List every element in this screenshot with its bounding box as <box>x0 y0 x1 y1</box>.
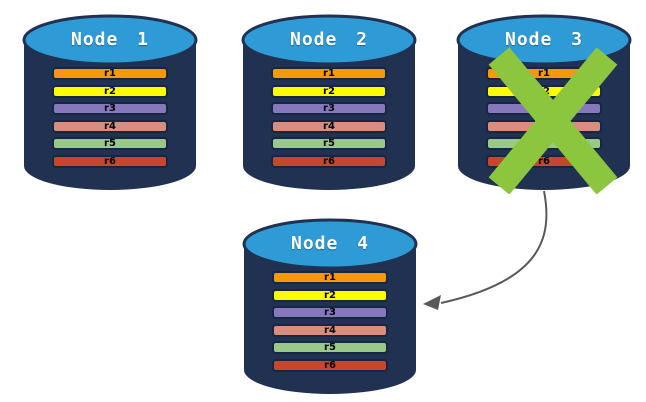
node-title: Node 1 <box>70 29 150 50</box>
replica-bar-r3: r3 <box>271 102 387 115</box>
cylinder-lid <box>242 218 418 270</box>
node-1: Node 1 r1 r2 r3 r4 r5 r6 <box>21 8 199 194</box>
node-3: Node 3 r1 r2 r3 r4 r5 r6 <box>455 8 633 194</box>
cylinder-lid <box>456 14 632 66</box>
failure-x-icon <box>488 47 618 194</box>
replica-bar-r1: r1 <box>272 271 388 284</box>
replica-bar-r6: r6 <box>52 155 168 168</box>
replica-bar-r1: r1 <box>52 67 168 80</box>
cylinder-lid <box>22 14 198 66</box>
replica-bar-r5: r5 <box>271 137 387 150</box>
replica-bar-r3: r3 <box>272 306 388 319</box>
replica-bar-r1: r1 <box>271 67 387 80</box>
replica-bar-r2: r2 <box>271 85 387 98</box>
arrowhead-icon <box>423 295 441 310</box>
node-4: Node 4 r1 r2 r3 r4 r5 r6 <box>241 212 419 398</box>
replica-bar-r2: r2 <box>272 289 388 302</box>
node-title: Node 4 <box>290 233 370 254</box>
replica-bar-r3: r3 <box>52 102 168 115</box>
replica-bar-r5: r5 <box>272 341 388 354</box>
replica-stack: r1 r2 r3 r4 r5 r6 <box>241 212 419 398</box>
replica-bar-r4: r4 <box>272 324 388 337</box>
node-title: Node 2 <box>289 29 369 50</box>
replica-bar-r5: r5 <box>52 137 168 150</box>
replica-bar-r4: r4 <box>271 120 387 133</box>
replica-bar-r6: r6 <box>271 155 387 168</box>
replica-bar-r4: r4 <box>52 120 168 133</box>
replica-bar-r6: r6 <box>272 359 388 372</box>
node-title: Node 3 <box>504 29 584 50</box>
replica-stack: r1 r2 r3 r4 r5 r6 <box>21 8 199 194</box>
replica-bar-r2: r2 <box>52 85 168 98</box>
replica-stack: r1 r2 r3 r4 r5 r6 <box>240 8 418 194</box>
node-2: Node 2 r1 r2 r3 r4 r5 r6 <box>240 8 418 194</box>
cylinder-lid <box>241 14 417 66</box>
